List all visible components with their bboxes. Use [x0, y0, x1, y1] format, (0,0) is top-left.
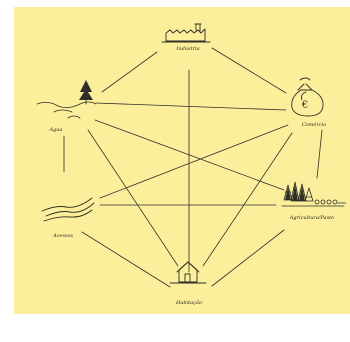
housing-label: Habitação — [175, 299, 202, 306]
link-commerce-access — [99, 124, 289, 199]
link-industry-water — [101, 51, 158, 93]
trees-foliage — [285, 184, 305, 201]
paper-background — [14, 7, 350, 314]
link-agriculture-housing — [211, 229, 285, 287]
commerce-label: Comércio — [302, 121, 326, 128]
money-bag-icon — [291, 77, 324, 117]
link-water-agriculture — [94, 119, 285, 191]
road-icon — [41, 197, 95, 222]
factory-icon — [161, 23, 211, 43]
link-commerce-housing — [202, 132, 293, 267]
water-tree-foliage — [79, 80, 93, 100]
link-commerce-agriculture — [316, 129, 323, 179]
link-access-housing — [81, 231, 171, 288]
trees-icon — [281, 181, 347, 207]
connections — [63, 47, 323, 288]
euro-symbol: € — [301, 100, 308, 111]
water-label: Água — [48, 126, 62, 133]
link-industry-commerce — [211, 47, 287, 94]
access-label: Acessos — [52, 233, 74, 239]
agriculture-label: Agricultura/Pasto — [289, 215, 334, 221]
link-water-commerce — [95, 102, 287, 111]
house-icon — [169, 261, 207, 284]
link-water-housing — [87, 129, 179, 267]
industry-label: Indústria — [175, 45, 199, 52]
